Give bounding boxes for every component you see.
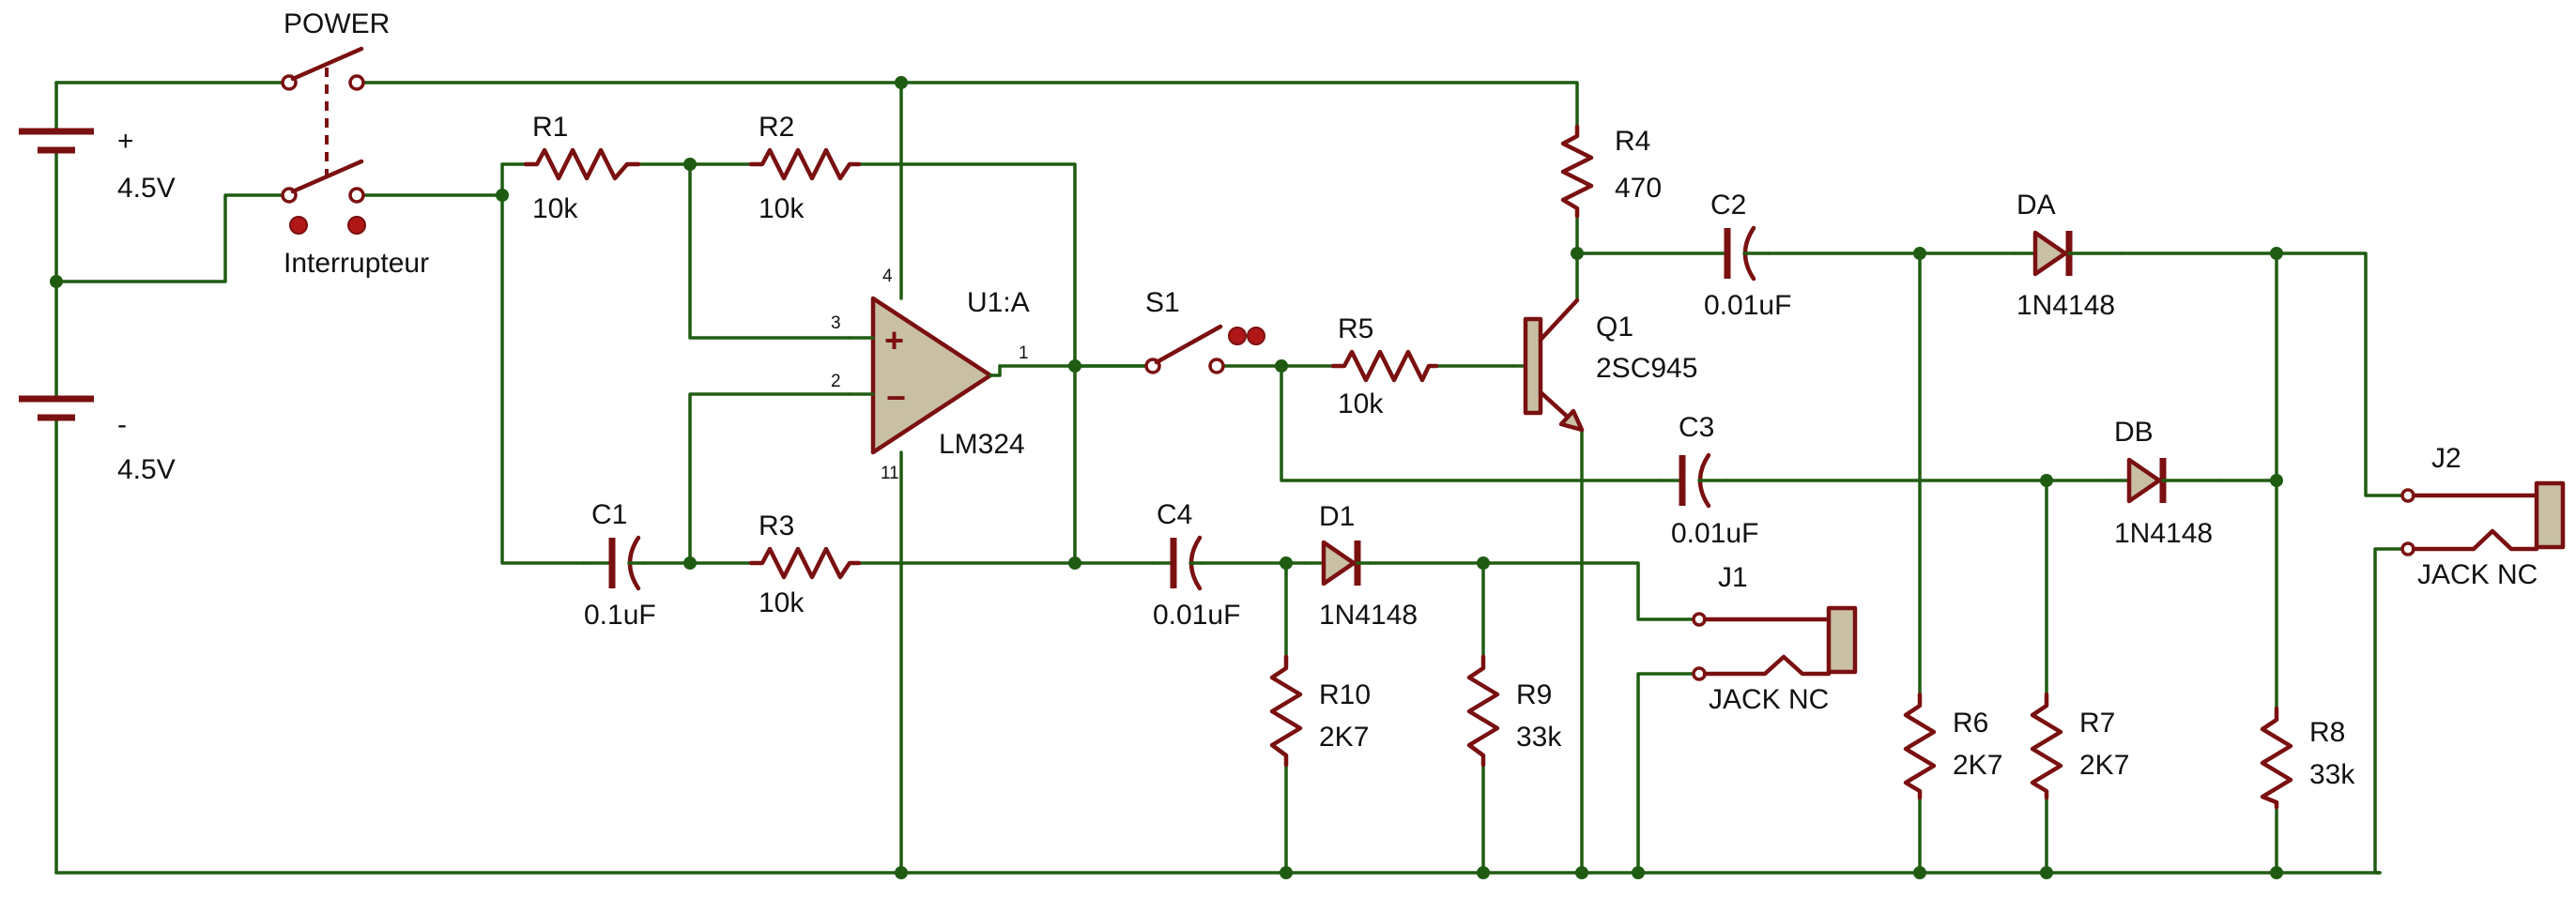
opamp-u1a: + − 4 3 2 1 11 U1:A LM324 bbox=[831, 267, 1030, 483]
battery-negative-sign: - bbox=[117, 409, 127, 440]
d1-value: 1N4148 bbox=[1319, 600, 1418, 631]
resistor-r7: R7 2K7 bbox=[2030, 692, 2129, 800]
s1-contact-marker-icon bbox=[1228, 327, 1247, 345]
opamp-part: LM324 bbox=[939, 429, 1025, 460]
r2-ref: R2 bbox=[759, 112, 794, 143]
r6-value: 2K7 bbox=[1953, 750, 2002, 781]
emitter-arrow-icon bbox=[1558, 408, 1585, 433]
opamp-ref: U1:A bbox=[967, 287, 1030, 318]
opamp-pin-2: 2 bbox=[831, 372, 841, 391]
resistor-r6: R6 2K7 bbox=[1903, 692, 2002, 800]
resistor-r2: R2 10k bbox=[748, 112, 862, 224]
d1-ref: D1 bbox=[1319, 501, 1355, 532]
switch-s1: S1 bbox=[1144, 287, 1265, 374]
transistor-q1: Q1 2SC945 bbox=[1511, 297, 1697, 433]
r3-ref: R3 bbox=[759, 510, 794, 541]
c1-value: 0.1uF bbox=[584, 600, 656, 631]
c2-ref: C2 bbox=[1710, 190, 1746, 221]
r1-ref: R1 bbox=[532, 112, 568, 143]
c4-value: 0.01uF bbox=[1153, 600, 1240, 631]
c1-ref: C1 bbox=[591, 499, 627, 530]
db-ref: DB bbox=[2114, 417, 2154, 448]
s1-contact-marker-icon bbox=[1247, 327, 1265, 345]
r1-value: 10k bbox=[532, 193, 578, 224]
capacitor-c3: C3 0.01uF bbox=[1658, 412, 1758, 549]
jack-j2: J2 JACK NC bbox=[2400, 443, 2566, 590]
resistor-r10: R10 2K7 bbox=[1269, 654, 1371, 768]
opamp-pin-1: 1 bbox=[1019, 343, 1029, 363]
diode-d1: D1 1N4148 bbox=[1303, 501, 1418, 631]
j1-part: JACK NC bbox=[1709, 684, 1829, 715]
opamp-pin-4: 4 bbox=[882, 267, 893, 286]
r5-ref: R5 bbox=[1338, 313, 1373, 344]
r4-ref: R4 bbox=[1615, 126, 1650, 157]
opamp-pin-11: 11 bbox=[881, 464, 899, 483]
r4-value: 470 bbox=[1615, 173, 1662, 204]
r3-value: 10k bbox=[759, 587, 805, 618]
j2-ref: J2 bbox=[2431, 443, 2461, 474]
power-contact-marker-icon bbox=[289, 216, 308, 235]
q1-part: 2SC945 bbox=[1596, 353, 1697, 384]
power-contact-marker-icon bbox=[347, 216, 366, 235]
junction-dots bbox=[50, 76, 2283, 879]
battery-negative: - 4.5V bbox=[19, 395, 176, 485]
diode-da: DA 1N4148 bbox=[2012, 190, 2124, 321]
db-value: 1N4148 bbox=[2114, 518, 2213, 549]
r7-value: 2K7 bbox=[2079, 750, 2129, 781]
c3-value: 0.01uF bbox=[1671, 518, 1758, 549]
r8-value: 33k bbox=[2309, 759, 2355, 790]
c3-ref: C3 bbox=[1679, 412, 1714, 443]
diode-db: DB 1N4148 bbox=[2110, 417, 2222, 549]
q1-ref: Q1 bbox=[1596, 312, 1633, 343]
r7-ref: R7 bbox=[2079, 708, 2115, 739]
r9-value: 33k bbox=[1516, 722, 1562, 753]
r2-value: 10k bbox=[759, 193, 805, 224]
jack-j1: J1 JACK NC bbox=[1692, 562, 1858, 715]
battery-positive: + 4.5V bbox=[19, 126, 176, 204]
r8-ref: R8 bbox=[2309, 717, 2345, 748]
j1-ref: J1 bbox=[1718, 562, 1748, 593]
resistor-r4: R4 470 bbox=[1560, 124, 1662, 219]
da-ref: DA bbox=[2016, 190, 2056, 221]
resistor-r9: R9 33k bbox=[1466, 654, 1562, 768]
opamp-plus-sign: + bbox=[884, 321, 904, 359]
j2-part: JACK NC bbox=[2417, 559, 2538, 590]
opamp-minus-sign: − bbox=[886, 378, 906, 417]
battery-negative-voltage: 4.5V bbox=[117, 454, 176, 485]
power-label: POWER bbox=[284, 8, 390, 39]
r5-value: 10k bbox=[1338, 389, 1384, 419]
battery-positive-voltage: 4.5V bbox=[117, 173, 176, 204]
s1-ref: S1 bbox=[1145, 287, 1180, 318]
power-switch: POWER Interrupteur bbox=[281, 8, 429, 279]
resistor-r3: R3 10k bbox=[748, 510, 862, 618]
resistor-r5: R5 10k bbox=[1330, 313, 1439, 419]
r10-ref: R10 bbox=[1319, 679, 1371, 710]
opamp-pin-3: 3 bbox=[831, 313, 841, 333]
resistor-r1: R1 10k bbox=[523, 112, 641, 224]
da-value: 1N4148 bbox=[2016, 290, 2115, 321]
r9-ref: R9 bbox=[1516, 679, 1552, 710]
c4-ref: C4 bbox=[1157, 499, 1192, 530]
interrupteur-label: Interrupteur bbox=[284, 248, 429, 279]
capacitor-c2: C2 0.01uF bbox=[1702, 190, 1791, 321]
c2-value: 0.01uF bbox=[1704, 290, 1791, 321]
r10-value: 2K7 bbox=[1319, 722, 1369, 753]
battery-positive-sign: + bbox=[117, 126, 134, 157]
capacitor-c1: C1 0.1uF bbox=[582, 499, 656, 631]
capacitor-c4: C4 0.01uF bbox=[1151, 499, 1240, 631]
r6-ref: R6 bbox=[1953, 708, 1988, 739]
resistor-r8: R8 33k bbox=[2260, 706, 2355, 810]
